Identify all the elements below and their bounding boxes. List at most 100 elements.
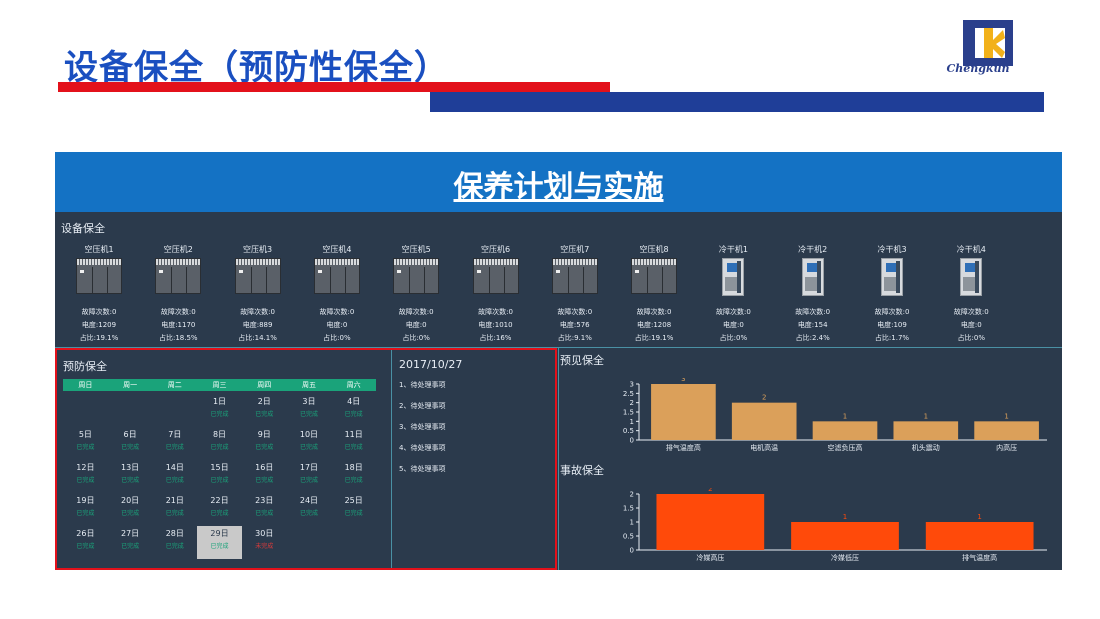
calendar-day[interactable]: 4日已完成: [331, 394, 376, 427]
equipment-stat-line: 占比:0%: [957, 334, 986, 342]
bar[interactable]: [893, 421, 959, 440]
calendar-day[interactable]: 21日已完成: [152, 493, 197, 526]
equipment-stat-line: 电度:0: [960, 321, 982, 329]
todo-item[interactable]: 1、待处理事项: [399, 381, 446, 389]
preventive-section-label: 预防保全: [63, 360, 107, 373]
calendar-day[interactable]: 22日已完成: [197, 493, 242, 526]
day-status: 已完成: [76, 510, 95, 517]
x-tick-label: 排气温度高: [666, 443, 701, 452]
calendar-day[interactable]: 20日已完成: [108, 493, 153, 526]
calendar-day[interactable]: 18日已完成: [331, 460, 376, 493]
bar[interactable]: [791, 522, 899, 550]
calendar-day[interactable]: 5日已完成: [63, 427, 108, 460]
calendar-day[interactable]: 27日已完成: [108, 526, 153, 559]
todo-item[interactable]: 2、待处理事项: [399, 402, 446, 410]
bar[interactable]: [651, 384, 716, 440]
equipment-name: 空压机2: [163, 245, 193, 254]
bar[interactable]: [731, 402, 797, 440]
day-status: 已完成: [299, 444, 318, 451]
bar[interactable]: [812, 421, 878, 440]
bar-value-label: 1: [977, 513, 981, 521]
day-number: 11日: [344, 430, 363, 439]
calendar-day[interactable]: 25日已完成: [331, 493, 376, 526]
calendar-day[interactable]: 29日已完成: [197, 526, 242, 559]
calendar-day[interactable]: 23日已完成: [242, 493, 287, 526]
equipment-stat-line: 故障次数:0: [715, 308, 751, 316]
calendar-day[interactable]: 24日已完成: [287, 493, 332, 526]
bar[interactable]: [656, 494, 765, 550]
day-number: 28日: [165, 529, 184, 538]
day-status: 已完成: [344, 444, 363, 451]
calendar-day[interactable]: 19日已完成: [63, 493, 108, 526]
todo-date: 2017/10/27: [399, 358, 463, 371]
calendar-day[interactable]: 10日已完成: [287, 427, 332, 460]
day-number: 14日: [165, 463, 184, 472]
compressor-icon: [540, 258, 610, 294]
bar-value-label: 1: [843, 412, 847, 420]
calendar-day[interactable]: 16日已完成: [242, 460, 287, 493]
calendar-day[interactable]: 11日已完成: [331, 427, 376, 460]
compressor-icon: [461, 258, 531, 294]
equipment-name: 空压机1: [84, 245, 114, 254]
equipment-stat-line: 故障次数:0: [874, 308, 910, 316]
todo-item[interactable]: 4、待处理事项: [399, 444, 446, 452]
bar[interactable]: [925, 522, 1034, 550]
equipment-name: 空压机4: [322, 245, 352, 254]
bar[interactable]: [974, 421, 1039, 440]
calendar-day[interactable]: 15日已完成: [197, 460, 242, 493]
day-status: 已完成: [76, 477, 95, 484]
y-tick-label: 0: [630, 547, 634, 555]
compressor-icon: [619, 258, 689, 294]
calendar-day[interactable]: 12日已完成: [63, 460, 108, 493]
day-number: 12日: [76, 463, 95, 472]
bar-value-label: 1: [843, 513, 847, 521]
day-status: 已完成: [121, 510, 140, 517]
calendar-day[interactable]: 2日已完成: [242, 394, 287, 427]
day-number: 23日: [255, 496, 274, 505]
todo-item[interactable]: 5、待处理事项: [399, 465, 446, 473]
day-status: 已完成: [210, 444, 229, 451]
calendar-day[interactable]: 6日已完成: [108, 427, 153, 460]
calendar-day[interactable]: 8日已完成: [197, 427, 242, 460]
calendar-day[interactable]: 26日已完成: [63, 526, 108, 559]
day-status: 已完成: [165, 477, 184, 484]
bar-value-label: 1: [924, 412, 928, 420]
day-number: 30日: [255, 529, 274, 538]
calendar-day[interactable]: 17日已完成: [287, 460, 332, 493]
equipment-stat-line: 占比:9.1%: [557, 334, 592, 342]
equipment-section-label: 设备保全: [61, 222, 105, 235]
day-number: 16日: [255, 463, 274, 472]
calendar-day[interactable]: 28日已完成: [152, 526, 197, 559]
calendar-empty-cell: [152, 394, 197, 427]
day-number: 6日: [123, 430, 137, 439]
weekday-label: 周四: [257, 381, 272, 389]
calendar-day[interactable]: 1日已完成: [197, 394, 242, 427]
x-tick-label: 排气温度高: [962, 553, 997, 562]
day-status: 已完成: [344, 477, 363, 484]
todo-item[interactable]: 3、待处理事项: [399, 423, 446, 431]
calendar-day[interactable]: 3日已完成: [287, 394, 332, 427]
calendar-day[interactable]: 13日已完成: [108, 460, 153, 493]
calendar-day[interactable]: 14日已完成: [152, 460, 197, 493]
calendar-day[interactable]: 9日已完成: [242, 427, 287, 460]
calendar-day[interactable]: 7日已完成: [152, 427, 197, 460]
calendar-day[interactable]: 30日未完成: [242, 526, 287, 559]
title-underline-red: [58, 82, 610, 92]
